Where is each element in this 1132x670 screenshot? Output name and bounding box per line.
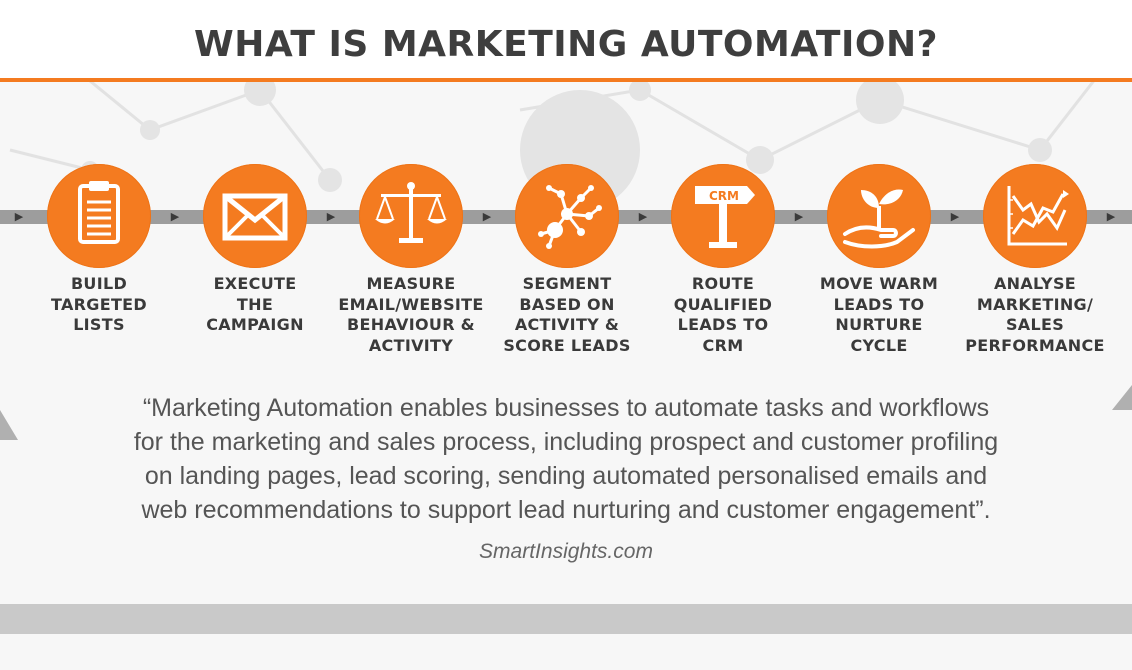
step-label: Execute the campaign xyxy=(206,274,304,334)
step-label: Measure email/website behaviour & activi… xyxy=(338,274,484,355)
network-nodes-icon xyxy=(538,185,602,249)
step-label: Analyse marketing/ sales performance xyxy=(965,274,1105,355)
envelope-icon xyxy=(222,193,288,241)
bottom-band xyxy=(0,604,1132,634)
crm-sign-text: CRM xyxy=(709,189,739,203)
band-arrow-icon: ▶ xyxy=(1106,211,1116,223)
band-arrow-icon: ▶ xyxy=(794,211,804,223)
band-arrow-icon: ▶ xyxy=(326,211,336,223)
signpost-icon: CRM xyxy=(695,186,755,248)
quote-source: SmartInsights.com xyxy=(479,540,653,563)
step-circle xyxy=(47,164,151,268)
step-circle xyxy=(515,164,619,268)
definition-quote: “Marketing Automation enables businesses… xyxy=(133,394,999,524)
step-circle: CRM xyxy=(671,164,775,268)
scales-icon xyxy=(375,182,447,243)
clipboard-icon xyxy=(78,181,120,244)
band-arrow-icon: ▶ xyxy=(638,211,648,223)
band-arrow-icon: ▶ xyxy=(14,211,24,223)
line-chart-icon xyxy=(1007,186,1069,246)
band-arrow-icon: ▶ xyxy=(170,211,180,223)
title-bar: WHAT IS MARKETING AUTOMATION? xyxy=(0,0,1132,82)
plant-in-hand-icon xyxy=(843,189,915,249)
step-circle xyxy=(203,164,307,268)
band-arrow-icon: ▶ xyxy=(482,211,492,223)
step-circle xyxy=(827,164,931,268)
band-arrow-icon: ▶ xyxy=(950,211,960,223)
step-circle xyxy=(359,164,463,268)
step-circle xyxy=(983,164,1087,268)
page-title: WHAT IS MARKETING AUTOMATION? xyxy=(193,24,938,65)
step-label: Build targeted lists xyxy=(51,274,147,334)
